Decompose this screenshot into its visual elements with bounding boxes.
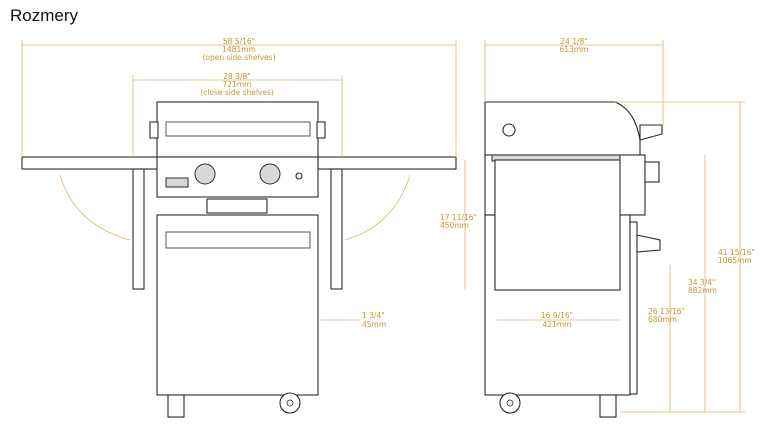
- total-height-metric: 1065mm: [718, 256, 752, 265]
- side-front-caster: [599, 394, 617, 418]
- left-side-shelf: [21, 156, 161, 170]
- lid-handle: [165, 121, 311, 137]
- right-shelf-leg: [330, 168, 343, 290]
- shelf-gap-imperial: 1 3/4": [362, 311, 385, 320]
- side-rear-wheel-hub: [506, 399, 514, 407]
- closed-width-note: (close side shelves): [200, 88, 274, 97]
- left-shelf-leg: [132, 168, 145, 290]
- brand-logo-badge: [165, 177, 189, 188]
- total-height-imperial: 41 15/16": [718, 248, 755, 257]
- cabinet-depth-imperial: 16 9/16": [541, 311, 573, 320]
- right-shelf-swing-arc: [344, 174, 411, 241]
- cart-height-metric: 680mm: [648, 315, 677, 324]
- cart-height-imperial: 26 13/16": [648, 307, 685, 316]
- cabinet-height-metric: 450mm: [440, 221, 469, 230]
- depth-imperial: 24 1/8": [560, 37, 587, 46]
- left-burner-knob: [194, 163, 216, 185]
- front-cabinet: [156, 214, 319, 396]
- front-dimensions: 58 5/16" 1481mm (open side shelves) 28 3…: [21, 37, 457, 329]
- left-shelf-swing-arc: [59, 174, 131, 241]
- side-lid: [484, 101, 641, 156]
- side-rear-wheel: [499, 392, 521, 414]
- side-view-grill: [484, 101, 663, 418]
- page-title: Rozmery: [10, 6, 79, 25]
- side-lid-handle: [639, 124, 663, 141]
- counter-height-metric: 882mm: [688, 286, 717, 295]
- side-temperature-gauge: [502, 123, 516, 137]
- front-right-wheel: [279, 392, 301, 414]
- side-inner-cabinet: [494, 159, 621, 291]
- depth-metric: 613mm: [560, 45, 589, 54]
- cabinet-door-handle: [165, 231, 311, 249]
- closed-width-metric: 721mm: [223, 80, 252, 89]
- side-control-knob: [644, 161, 660, 183]
- right-side-shelf: [317, 156, 457, 170]
- front-left-caster: [167, 394, 185, 418]
- open-width-imperial: 58 5/16": [223, 37, 255, 46]
- grease-tray: [206, 198, 268, 214]
- open-width-note: (open side shelves): [202, 53, 275, 62]
- closed-width-imperial: 28 3/8": [223, 72, 250, 81]
- open-width-metric: 1481mm: [222, 45, 256, 54]
- lid-hinge-left: [149, 121, 159, 139]
- side-door-profile: [629, 221, 638, 395]
- cabinet-height-imperial: 17 11/16": [440, 213, 477, 222]
- counter-height-imperial: 34 3/4": [688, 278, 715, 287]
- shelf-gap-metric: 45mm: [362, 320, 386, 329]
- grill-lid: [156, 101, 319, 158]
- cabinet-depth-metric: 421mm: [543, 320, 572, 329]
- igniter-button: [295, 172, 303, 180]
- side-dimensions: 24 1/8" 613mm 17 11/16" 450mm 16 9/16" 4…: [440, 37, 755, 413]
- side-cabinet-handle: [636, 234, 661, 253]
- right-burner-knob: [259, 163, 281, 185]
- front-view-grill: [21, 101, 457, 418]
- lid-hinge-right: [316, 121, 326, 139]
- control-panel: [156, 156, 319, 198]
- front-right-wheel-hub: [286, 399, 294, 407]
